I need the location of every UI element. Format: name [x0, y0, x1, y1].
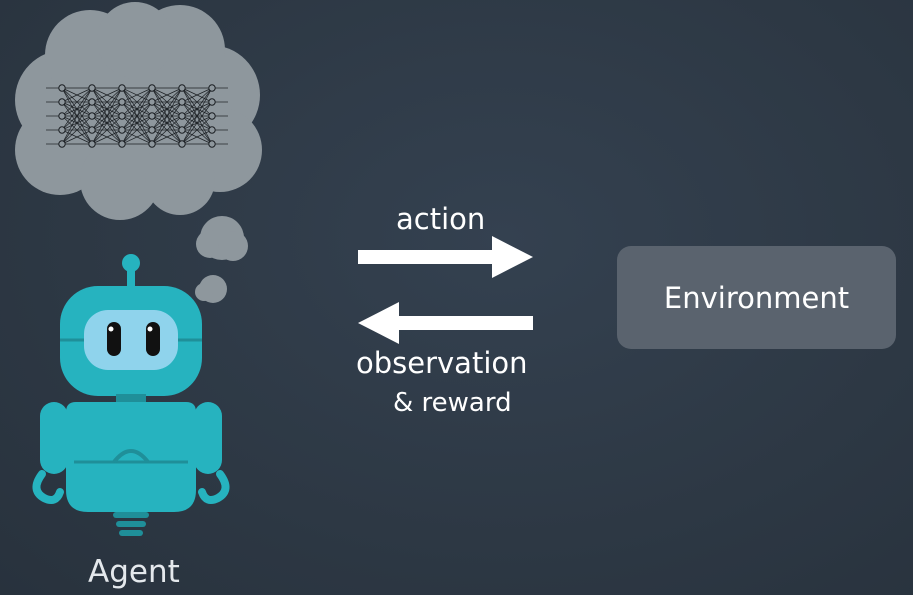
neural-network-node — [148, 140, 156, 148]
neural-network-node — [148, 98, 156, 106]
neural-network-node — [58, 126, 66, 134]
neural-network-node — [208, 126, 216, 134]
agent-label: Agent — [88, 554, 180, 590]
neural-network-node — [58, 112, 66, 120]
neural-network-node — [58, 98, 66, 106]
neural-network-node — [208, 112, 216, 120]
neural-network-node — [88, 140, 96, 148]
neural-network-node — [88, 126, 96, 134]
thought-cloud-icon — [15, 2, 262, 303]
neural-network-node — [178, 84, 186, 92]
neural-network-node — [148, 126, 156, 134]
neural-network-node — [118, 98, 126, 106]
neural-network-node — [148, 112, 156, 120]
neural-network-node — [88, 84, 96, 92]
neural-network-node — [58, 140, 66, 148]
neural-network-node — [178, 140, 186, 148]
neural-network-node — [208, 140, 216, 148]
neural-network-node — [178, 112, 186, 120]
neural-network-node — [208, 84, 216, 92]
neural-network-node — [148, 84, 156, 92]
neural-network-node — [178, 126, 186, 134]
observation-arrow-icon — [358, 302, 533, 344]
action-arrow-icon — [358, 236, 533, 278]
action-label: action — [396, 202, 486, 236]
neural-network-node — [208, 98, 216, 106]
neural-network-node — [118, 84, 126, 92]
environment-box: Environment — [617, 246, 896, 349]
neural-network-node — [118, 140, 126, 148]
neural-network-node — [118, 126, 126, 134]
reward-label: & reward — [393, 388, 512, 418]
neural-network-node — [118, 112, 126, 120]
neural-network-icon — [46, 84, 228, 148]
observation-label: observation — [356, 346, 528, 380]
neural-network-node — [58, 84, 66, 92]
robot-agent-icon — [32, 254, 230, 536]
neural-network-node — [178, 98, 186, 106]
neural-network-node — [88, 112, 96, 120]
neural-network-node — [88, 98, 96, 106]
environment-label: Environment — [663, 280, 850, 315]
